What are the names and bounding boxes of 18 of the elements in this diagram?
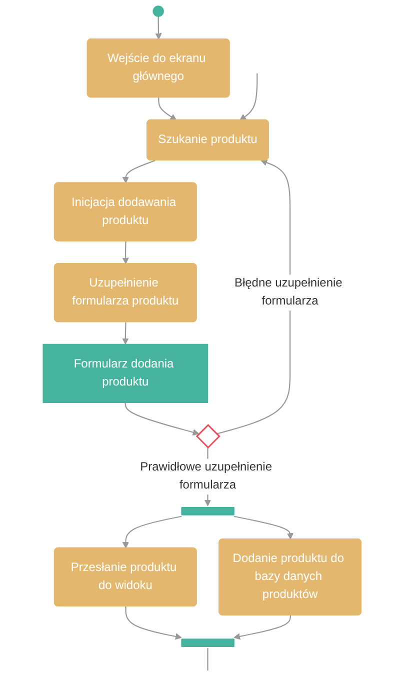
arrow: [122, 160, 156, 184]
connector: [207, 648, 208, 671]
arrow: [125, 606, 182, 640]
arrow: [240, 73, 258, 120]
arrow: [124, 402, 200, 436]
edge-label: Błędne uzupełnienie formularza: [234, 276, 342, 308]
arrow: [234, 516, 294, 540]
node-circle: [152, 6, 164, 17]
arrow: [122, 516, 182, 548]
arrow: [216, 160, 291, 434]
node-box: Formularz dodania produktu: [42, 344, 208, 403]
arrow: [234, 616, 291, 640]
node-diamond: [196, 424, 220, 449]
arrow: [155, 16, 162, 40]
edge-label: Prawidłowe uzupełnienie formularza: [140, 460, 272, 492]
arrow: [122, 322, 129, 345]
arrow: [122, 241, 129, 264]
arrow: [158, 98, 177, 120]
